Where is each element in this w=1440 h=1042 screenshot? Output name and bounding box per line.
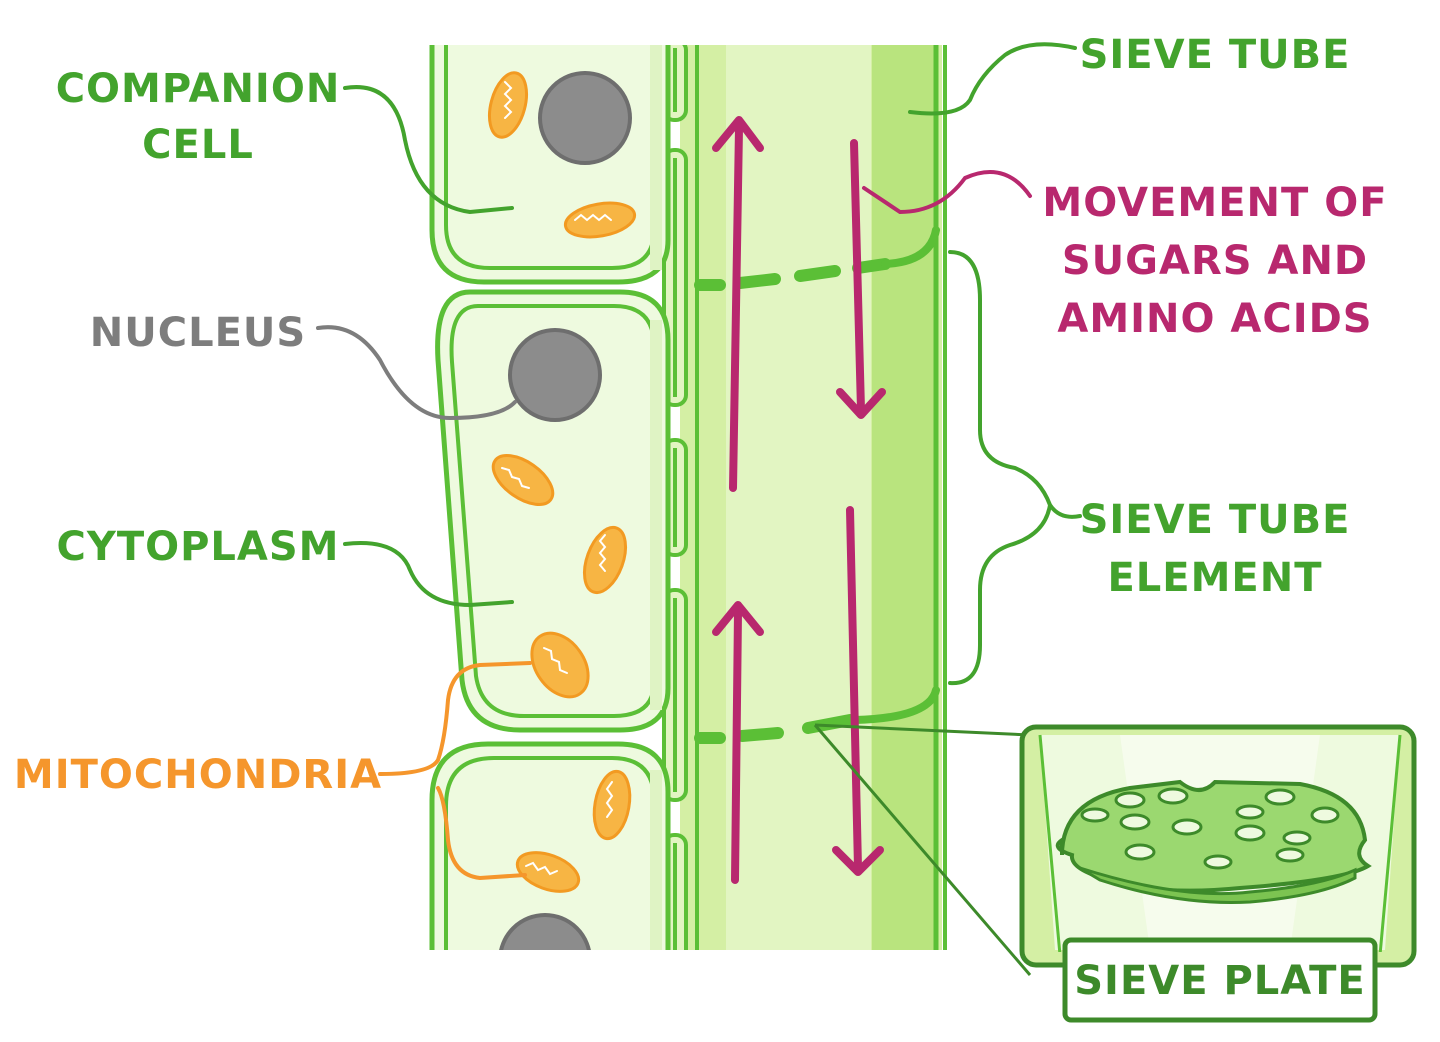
bracket-sieve-tube-element: [948, 250, 1082, 686]
label-sieve-tube-element-line2: ELEMENT: [1107, 555, 1322, 601]
companion-cell-top: [429, 45, 671, 285]
nuclei: [499, 71, 632, 950]
nucleus-middle: [508, 328, 602, 422]
label-cytoplasm: CYTOPLASM: [57, 524, 340, 570]
flow-arrows: [712, 116, 886, 884]
label-nucleus: NUCLEUS: [90, 310, 306, 356]
label-sieve-tube: SIEVE TUBE: [1080, 32, 1351, 78]
labels: COMPANION CELL NUCLEUS CYTOPLASM MITOCHO…: [14, 32, 1387, 798]
leader-companion-cell: [343, 85, 514, 215]
label-companion-cell-line1: COMPANION: [56, 66, 341, 112]
leader-sieve-tube: [908, 42, 1077, 116]
label-movement-line2: SUGARS AND: [1062, 238, 1368, 284]
nucleus-bottom: [499, 913, 591, 950]
leader-lines: [316, 42, 1082, 881]
sieve-tube: [680, 45, 947, 950]
leader-cytoplasm: [343, 541, 514, 608]
sieve-plate-inset: SIEVE PLATE: [813, 723, 1417, 1023]
sieve-plate-upper: [694, 226, 940, 291]
label-companion-cell-line2: CELL: [142, 122, 254, 168]
mitochondria-cristae: [501, 81, 614, 876]
label-movement-line3: AMINO ACIDS: [1057, 296, 1372, 342]
arrow-down-upper: [850, 139, 865, 414]
leader-mitochondria: [378, 661, 532, 881]
mitochondrion: [487, 71, 529, 139]
leader-nucleus: [316, 325, 517, 421]
companion-cell-middle: [435, 289, 671, 733]
phloem-structure: [429, 45, 947, 950]
arrow-up-upper: [729, 124, 743, 492]
label-mitochondria: MITOCHONDRIA: [14, 752, 382, 798]
leader-movement: [862, 170, 1032, 215]
nucleus-top: [538, 71, 632, 165]
label-sieve-plate: SIEVE PLATE: [1074, 958, 1366, 1004]
arrow-down-lower: [846, 506, 862, 872]
mitochondrion: [491, 454, 555, 506]
label-sieve-tube-element-line1: SIEVE TUBE: [1080, 497, 1351, 543]
label-movement-line1: MOVEMENT OF: [1042, 180, 1387, 226]
sieve-pores: [1080, 787, 1340, 870]
mitochondrion: [592, 769, 632, 841]
arrow-up-lower: [731, 608, 742, 884]
